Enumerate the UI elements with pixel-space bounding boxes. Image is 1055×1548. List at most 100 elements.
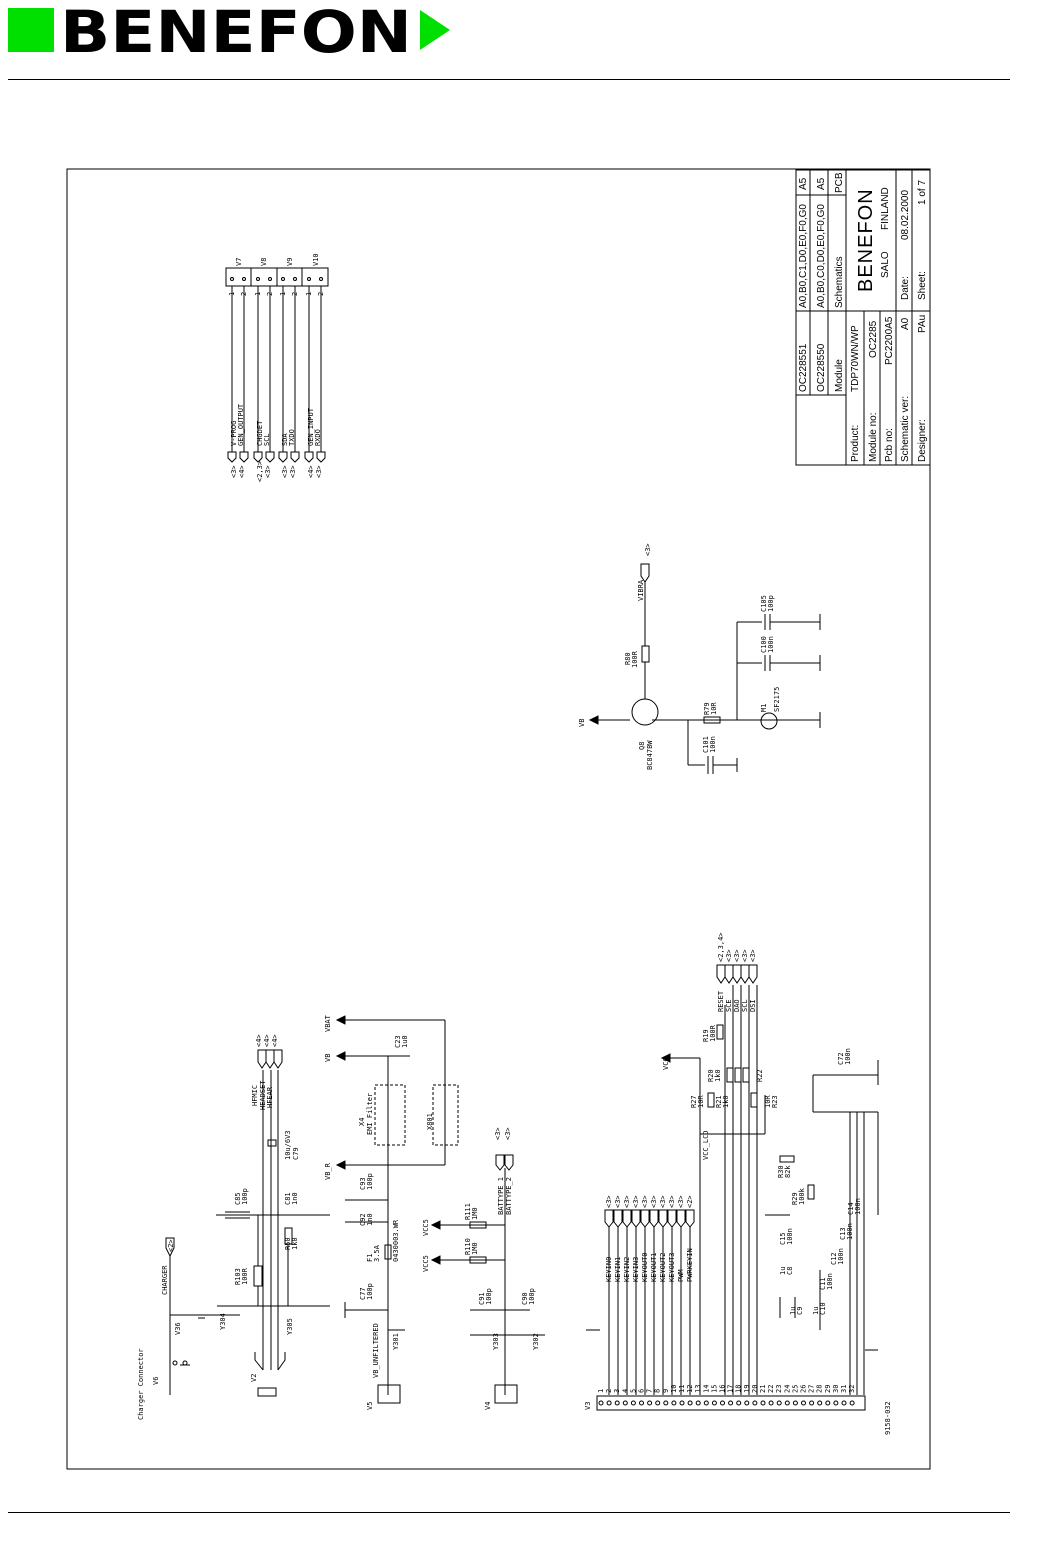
v2-ref: V2 bbox=[250, 1374, 258, 1382]
tb-row1-code: OC228551 bbox=[798, 343, 809, 392]
lcd-port-2 bbox=[733, 965, 741, 983]
tb-pcb-label: Pcb no: bbox=[884, 428, 895, 462]
r29-ref: R29 bbox=[791, 1192, 799, 1205]
tp-v8-pin1: 1 bbox=[254, 292, 262, 296]
battype1-net: BATTYPE_1 bbox=[497, 1177, 505, 1215]
connector-pin-number-18: 18 bbox=[735, 1385, 743, 1393]
tb-sheet-label: Sheet: bbox=[917, 271, 928, 300]
c10-ref: C10 bbox=[819, 1302, 827, 1315]
connector-pin-27 bbox=[810, 1401, 814, 1405]
tp-v8-sig1: CHGDET bbox=[256, 420, 264, 446]
c8-value: 1u bbox=[779, 1267, 787, 1275]
tp-v8-ref: V8 bbox=[260, 258, 268, 266]
tb-row1-grade: A5 bbox=[798, 177, 809, 190]
c79-ref: C79 bbox=[292, 1147, 300, 1160]
lcd-signal-sheet-3: <3> bbox=[741, 949, 749, 962]
lcd-port-0 bbox=[717, 965, 725, 983]
c15-value: 100n bbox=[786, 1228, 794, 1245]
c11-value: 100n bbox=[826, 1273, 834, 1290]
keyboard-signal-1: KEYIN1 bbox=[614, 1257, 622, 1282]
connector-pin-2 bbox=[607, 1401, 611, 1405]
connector-pin-28 bbox=[818, 1401, 822, 1405]
hfmic-net: HFMIC bbox=[251, 1085, 259, 1106]
keyboard-port-7 bbox=[668, 1210, 676, 1227]
tp-v8-sheet2: <3> bbox=[264, 465, 272, 478]
r110-ref: R110 bbox=[464, 1238, 472, 1255]
tp-v8-pin2: 2 bbox=[266, 292, 274, 296]
tb-sver-value: A0 bbox=[900, 317, 911, 330]
connector-pin-4 bbox=[623, 1401, 627, 1405]
r21-value: 1k0 bbox=[722, 1095, 730, 1108]
connector-pin-25 bbox=[793, 1401, 797, 1405]
c93-value: 100p bbox=[366, 1173, 374, 1190]
c9-value: 1u bbox=[789, 1307, 797, 1315]
connector-pin-10 bbox=[672, 1401, 676, 1405]
keyboard-signal-sheet-0: <3> bbox=[605, 1195, 613, 1208]
r80-value: 100R bbox=[631, 650, 639, 668]
connector-pin-number-26: 26 bbox=[800, 1385, 808, 1393]
r50-ref: R50 bbox=[284, 1237, 292, 1250]
connector-pin-number-10: 10 bbox=[670, 1385, 678, 1393]
lcd-signal-sheet-0: <2,3,4> bbox=[717, 932, 725, 962]
connector-pin-number-14: 14 bbox=[702, 1385, 710, 1393]
tb-row1-variants: A0,B0,C1,D0,E0,F0,G0 bbox=[798, 204, 809, 308]
vibra-sheet: <3> bbox=[644, 543, 652, 556]
r23-value: 10R bbox=[764, 1095, 772, 1108]
vibra-vb-label: VB bbox=[578, 719, 586, 727]
r30-ref: R30 bbox=[777, 1165, 785, 1178]
c105-ref: C105 bbox=[760, 595, 768, 612]
vcc5-net-a: VCC5 bbox=[422, 1255, 430, 1272]
r29-value: 100k bbox=[798, 1187, 806, 1205]
connector-pin-14 bbox=[704, 1401, 708, 1405]
r50-value: 1k0 bbox=[291, 1237, 299, 1250]
keyboard-signal-sheet-9: <2> bbox=[686, 1195, 694, 1208]
y301-ref: Y301 bbox=[392, 1333, 400, 1350]
keyboard-signal-sheet-5: <3> bbox=[650, 1195, 658, 1208]
keyboard-signal-sheet-1: <3> bbox=[614, 1195, 622, 1208]
r20-value: 1k0 bbox=[714, 1069, 722, 1082]
lcd-signal-labels: RESET<2,3,4>SCE<3>DAO<3>SCL<3>DSI<3> bbox=[717, 932, 757, 1012]
charger-connector bbox=[166, 1050, 330, 1396]
connector-pins bbox=[599, 1401, 854, 1405]
power-text: VBAT VB VB_R C23 1u0 X4 EMI Filter X801 … bbox=[324, 1014, 540, 1410]
lcd-signal-0: RESET bbox=[717, 990, 725, 1012]
tb-row3-code: Module bbox=[834, 359, 845, 392]
keyboard-signal-sheet-7: <3> bbox=[668, 1195, 676, 1208]
tp-v10-pin2: 2 bbox=[317, 292, 325, 296]
tb-row2-code: OC228550 bbox=[816, 343, 827, 392]
lcd-signal-sheet-1: <3> bbox=[725, 949, 733, 962]
m1-ref: M1 bbox=[760, 704, 768, 712]
lcd-signal-1: SCE bbox=[725, 999, 733, 1012]
keyboard-port-8 bbox=[677, 1210, 685, 1227]
tb-row3-variants: Schematics bbox=[834, 256, 845, 308]
tp-v7-sheet1: <3> bbox=[230, 465, 238, 478]
keyboard-port-0 bbox=[605, 1210, 613, 1227]
tb-product-value: TDP70WN/WP bbox=[850, 325, 861, 392]
connector-pin-20 bbox=[753, 1401, 757, 1405]
connector-pin-number-17: 17 bbox=[727, 1385, 735, 1393]
c90-value: 100p bbox=[528, 1288, 536, 1305]
charger-connector-title: Charger Connector bbox=[137, 1348, 145, 1420]
c92-ref: C92 bbox=[359, 1213, 367, 1226]
connector-pin-3 bbox=[615, 1401, 619, 1405]
c8-ref: C8 bbox=[786, 1267, 794, 1275]
connector-pin-number-31: 31 bbox=[840, 1385, 848, 1393]
tp-v10-sheet1: <4> bbox=[307, 465, 315, 478]
c9-ref: C9 bbox=[796, 1307, 804, 1315]
c79-value: 10u/6V3 bbox=[284, 1130, 292, 1160]
v36-ref: V36 bbox=[174, 1322, 182, 1335]
lcd-port-4 bbox=[749, 965, 757, 983]
y305-ref: Y305 bbox=[286, 1318, 294, 1335]
v3-ref: V3 bbox=[584, 1402, 592, 1410]
logo-arrow-icon bbox=[420, 10, 450, 50]
c77-value: 100p bbox=[366, 1283, 374, 1300]
connector-pin-13 bbox=[696, 1401, 700, 1405]
keyboard-signal-labels: KEYIN0<3>KEYIN1<3>KEYIN2<3>KEYIN3<3>KEYO… bbox=[605, 1195, 694, 1282]
c100-ref: C100 bbox=[760, 636, 768, 653]
connector-pin-number-32: 32 bbox=[848, 1385, 856, 1393]
connector-pin-number-11: 11 bbox=[678, 1385, 686, 1393]
vb-unfiltered-net: VB_UNFILTERED bbox=[372, 1323, 380, 1378]
lcd-signal-sheet-4: <3> bbox=[749, 949, 757, 962]
c90-ref: C90 bbox=[521, 1292, 529, 1305]
